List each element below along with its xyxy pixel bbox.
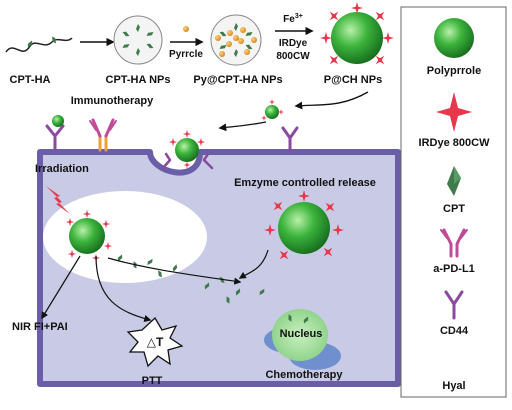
polypyrrole-sphere-icon	[434, 18, 474, 58]
legend-label-polypyrrole: Polyprrole	[427, 65, 481, 77]
legend-box	[400, 6, 507, 398]
endosome	[43, 191, 207, 283]
cpt-ha-nps-label: CPT-HA NPs	[106, 74, 171, 86]
irdye-reagent-label-2: 800CW	[276, 51, 310, 62]
legend-label-cpt: CPT	[443, 203, 465, 215]
heat-burst-icon	[126, 316, 184, 368]
legend: Polyprrole IRDye 800CW CPT a-PD-L1 CD44 …	[400, 6, 507, 398]
ptt-label: PTT	[142, 375, 163, 387]
pit-receptors	[161, 152, 214, 170]
cpt-ha-polymer-icon	[5, 35, 73, 53]
entry-arrow	[218, 121, 267, 132]
endocytosis-nanoparticle-icon	[168, 129, 206, 169]
cpt-ha-nanoparticle-icon	[113, 15, 163, 65]
delta-t-label: △T	[147, 335, 164, 349]
cpt-ha-label: CPT-HA	[10, 74, 51, 86]
ptt-arrow	[95, 255, 152, 322]
cd44-receptor-legend-icon	[444, 290, 464, 320]
antibody-icon	[89, 118, 117, 152]
imaging-arrow	[41, 255, 81, 320]
bound-nanoparticle-icon	[52, 115, 64, 127]
immunotherapy-label: Immunotherapy	[71, 95, 154, 107]
free-nanoparticle-icon	[264, 190, 344, 264]
nucleus-label: Nucleus	[280, 328, 323, 340]
approaching-nanoparticle-icon	[261, 99, 284, 121]
py-cpt-ha-nanoparticle-icon	[210, 14, 262, 66]
cd44-receptor-icon	[45, 124, 65, 152]
p-ch-nanoparticle-icon	[320, 2, 394, 69]
cd44-receptor-membrane-icon	[281, 126, 299, 152]
endosome-nanoparticle-icon	[65, 209, 113, 263]
drug-release-arrow	[107, 257, 242, 285]
irdye-star-icon	[436, 92, 472, 132]
antibody-legend-icon	[440, 228, 468, 258]
pyrrole-label: Pyrrcle	[169, 49, 203, 60]
synthesis-row: CPT-HA CPT-HA NPs Pyrrcle	[5, 2, 394, 86]
chemotherapy-label: Chemotherapy	[265, 369, 343, 381]
pyrrole-dot-icon	[183, 26, 189, 32]
legend-label-hyal: Hyal	[442, 380, 465, 392]
legend-label-cd44: CD44	[440, 325, 469, 337]
legend-label-pd-l1: a-PD-L1	[433, 263, 475, 275]
p-ch-nps-label: P@CH NPs	[324, 74, 382, 86]
py-cpt-ha-nps-label: Py@CPT-HA NPs	[193, 74, 282, 86]
fe-label: Fe3+	[283, 13, 303, 25]
irdye-reagent-label: IRDye	[279, 38, 308, 49]
enzyme-release-label: Emzyme controlled release	[234, 177, 376, 189]
injection-arrow	[294, 91, 369, 110]
legend-label-irdye: IRDye 800CW	[419, 137, 491, 149]
irradiation-label: Irradiation	[35, 163, 89, 175]
nucleus: Nucleus	[264, 309, 341, 370]
nir-fi-pai-label: NIR FI+PAI	[12, 321, 68, 333]
release-arrow	[238, 249, 269, 279]
cpt-crystal-icon	[447, 166, 461, 196]
laser-bolt-icon	[46, 186, 70, 214]
